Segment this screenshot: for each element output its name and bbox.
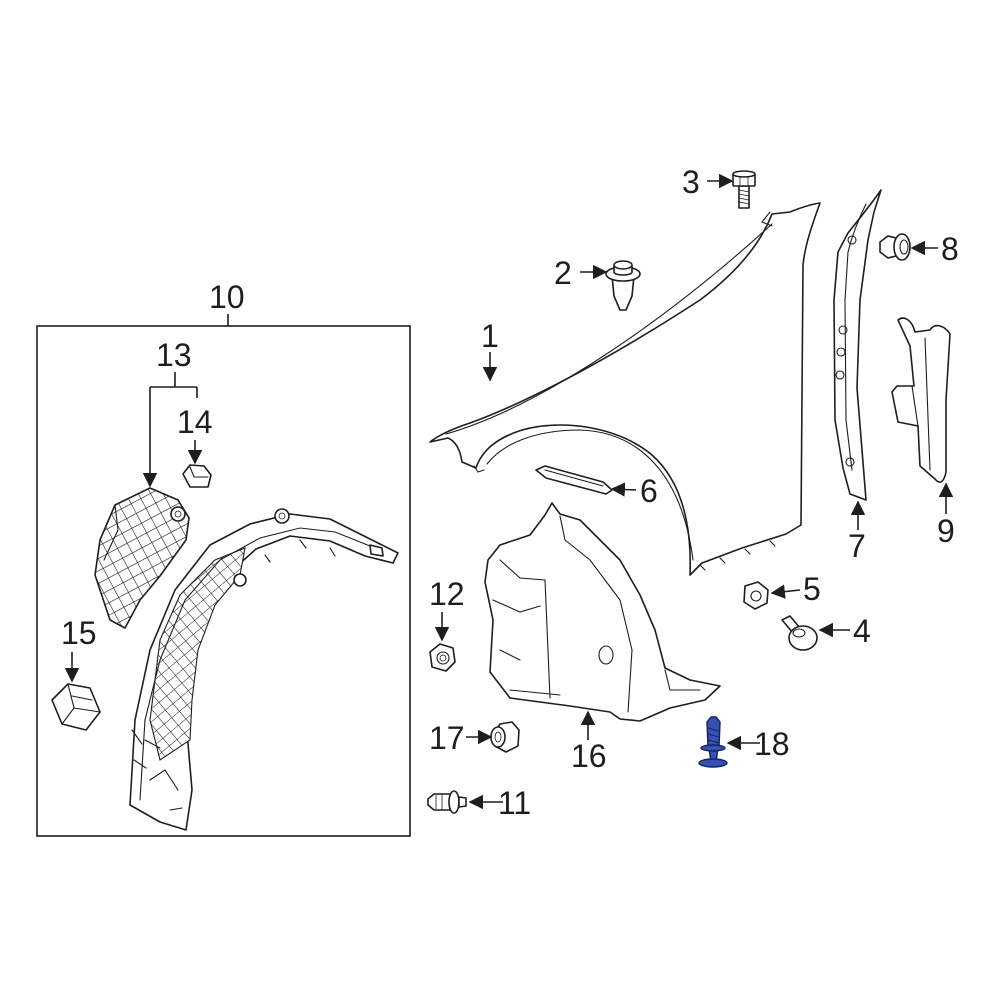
callout-7: 7	[848, 528, 866, 564]
part-3-bolt	[732, 170, 756, 209]
part-10-wheelhouse-liner	[129, 508, 399, 831]
callout-5: 5	[803, 571, 821, 607]
part-8-clip	[879, 233, 911, 261]
leader-bracket-13	[150, 372, 198, 398]
callout-11: 11	[498, 785, 531, 821]
part-16-front-liner	[484, 502, 721, 722]
callout-9: 9	[937, 513, 955, 549]
part-18-screw	[698, 716, 728, 768]
part-13-liner-section	[94, 487, 190, 629]
callout-13: 13	[156, 337, 192, 373]
part-14-clip-block	[182, 464, 212, 488]
callout-2: 2	[554, 255, 572, 291]
part-6-trim-strip	[535, 465, 613, 495]
callout-14: 14	[177, 404, 213, 440]
leader-arrows	[64, 173, 954, 810]
callout-3: 3	[682, 164, 700, 200]
part-12-nut	[429, 643, 456, 672]
part-10-assembly-frame	[36, 325, 411, 837]
part-17-nut	[490, 721, 520, 753]
part-5-nut	[743, 581, 769, 610]
part-1-fender	[429, 202, 821, 576]
callout-15: 15	[61, 615, 97, 651]
part-11-pin	[427, 790, 467, 814]
callout-6: 6	[640, 473, 658, 509]
callout-4: 4	[853, 613, 871, 649]
leader-arrow-5	[770, 584, 801, 599]
part-2-push-pin	[605, 260, 641, 311]
callout-18: 18	[754, 726, 790, 762]
leader-arrow-6	[610, 482, 637, 497]
callout-1: 1	[481, 318, 499, 354]
callout-16: 16	[571, 738, 607, 774]
callout-labels: 1 2 3 4 5 6 7 8 9 10 11 12 13 14 15 16 1…	[61, 164, 959, 821]
part-9-panel	[891, 317, 951, 483]
callout-12: 12	[429, 576, 465, 612]
callout-8: 8	[941, 231, 959, 267]
part-15-pad	[51, 683, 101, 731]
callout-10: 10	[209, 279, 245, 315]
callout-17: 17	[429, 720, 465, 756]
part-4-push-pin	[781, 615, 818, 651]
part-7-bracket	[833, 189, 882, 501]
